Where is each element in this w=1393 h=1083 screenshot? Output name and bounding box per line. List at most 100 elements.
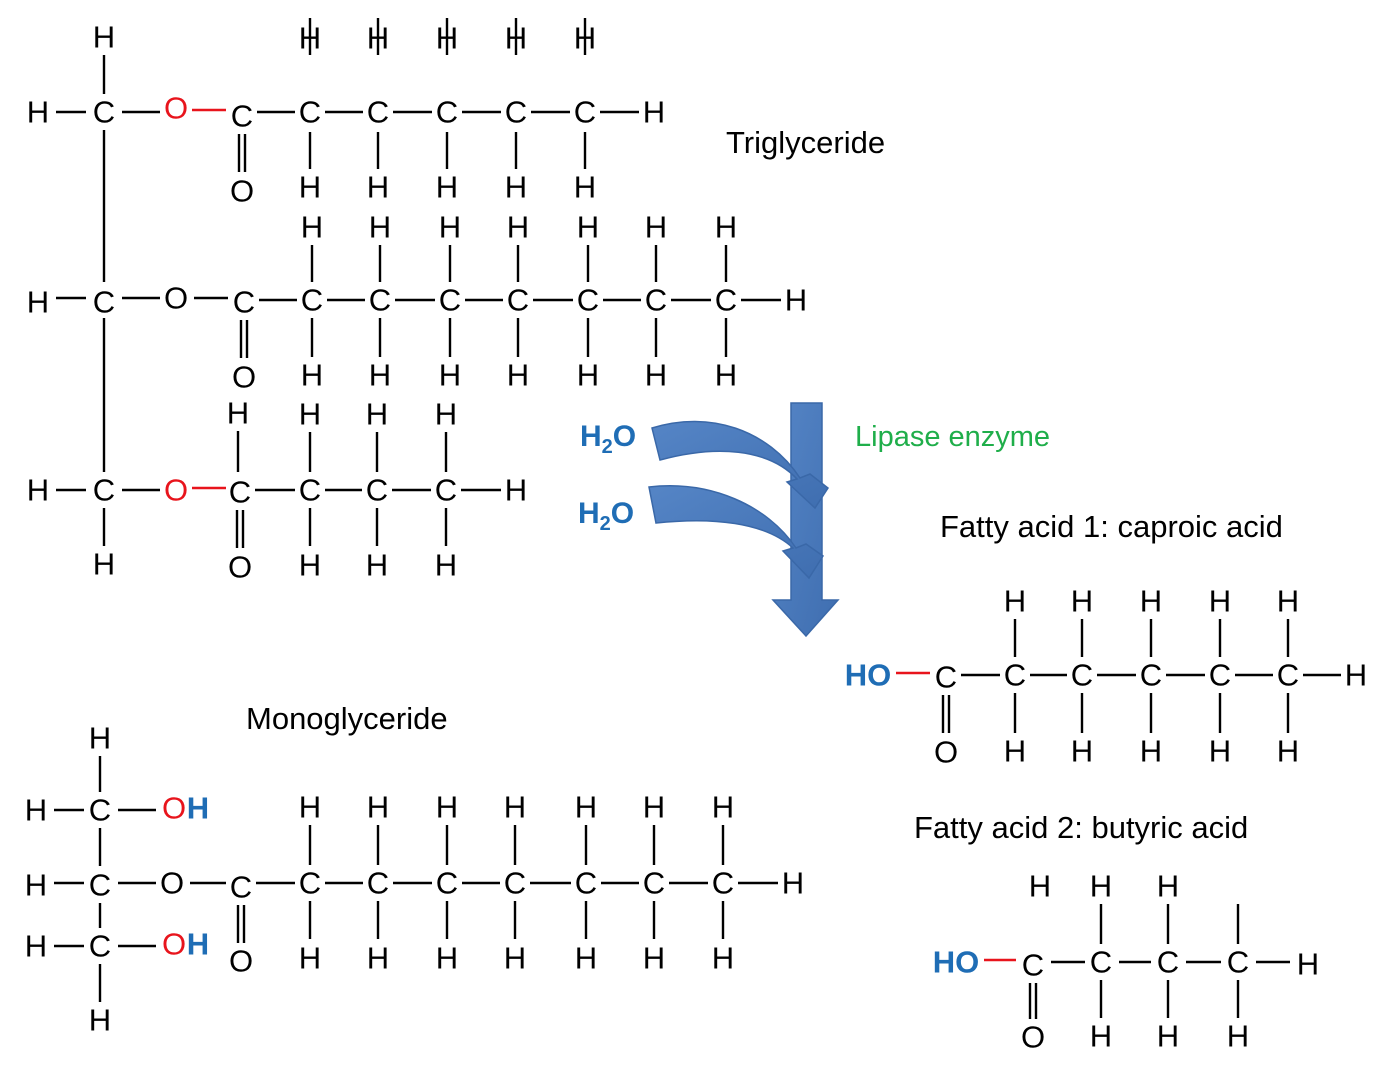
hydrogen-atom: H xyxy=(1209,734,1231,769)
hydrogen-atom: H xyxy=(301,358,323,393)
carbonyl-carbon: C xyxy=(229,475,251,510)
carbon-atom: C xyxy=(1209,658,1231,693)
carbon-atom: C xyxy=(1277,658,1299,693)
hydrogen-atom: H xyxy=(93,20,115,55)
hydrogen-atom: H xyxy=(299,941,321,976)
hydrogen-atom: H xyxy=(366,548,388,583)
hydrogen-atom: H xyxy=(1090,1019,1112,1054)
carbonyl-oxygen: O xyxy=(232,360,256,395)
hydrogen-atom: H xyxy=(505,473,527,508)
monoglyceride-label: Monoglyceride xyxy=(246,701,448,736)
ester-oxygen: O xyxy=(160,866,184,901)
hydrogen-atom: H xyxy=(367,21,389,56)
added-hydrogen: H xyxy=(187,791,209,826)
hydrogen-atom: H xyxy=(785,283,807,318)
carbon-atom: C xyxy=(299,95,321,130)
hydrogen-atom: H xyxy=(27,285,49,320)
carbon-atom: C xyxy=(439,283,461,318)
hydrogen-atom: H xyxy=(436,790,458,825)
carbon-atom: C xyxy=(1004,658,1026,693)
hydrogen-atom: H xyxy=(1277,584,1299,619)
hydrogen-atom: H xyxy=(1227,1019,1249,1054)
water-subscript: 2 xyxy=(599,513,611,535)
water-oxygen: O xyxy=(612,420,637,453)
carbon-atom: C xyxy=(301,283,323,318)
hydrogen-atom: H xyxy=(439,358,461,393)
hydrogen-atom: H xyxy=(575,790,597,825)
carbon-atom: C xyxy=(1071,658,1093,693)
lipase-enzyme-label: Lipase enzyme xyxy=(855,421,1051,453)
carbonyl-oxygen: O xyxy=(229,944,253,979)
carbonyl-carbon: C xyxy=(233,285,255,320)
carbon-atom: C xyxy=(436,866,458,901)
carbon-atom: C xyxy=(574,95,596,130)
carbonyl-carbon: C xyxy=(231,99,253,134)
hydrogen-atom: H xyxy=(1140,734,1162,769)
hydrogen-atom: H xyxy=(1157,869,1179,904)
carbon-atom: C xyxy=(89,793,111,828)
water-oxygen: O xyxy=(610,497,635,530)
hydrogen-atom: H xyxy=(436,21,458,56)
hydrogen-atom: H xyxy=(1157,1019,1179,1054)
carbon-atom: C xyxy=(645,283,667,318)
carbonyl-oxygen: O xyxy=(230,174,254,209)
hydrogen-atom: H xyxy=(1090,869,1112,904)
hydrogen-atom: H xyxy=(25,793,47,828)
carbonyl-carbon: C xyxy=(1022,948,1044,983)
hydrogen-atom: H xyxy=(507,358,529,393)
water-subscript: 2 xyxy=(601,436,613,458)
hydrogen-atom: H xyxy=(1345,658,1367,693)
hydrogen-atom: H xyxy=(27,95,49,130)
hydrogen-atom: H xyxy=(1071,734,1093,769)
carbon-atom: C xyxy=(643,866,665,901)
water-hydrogen: H xyxy=(578,497,600,530)
hydrogen-atom: H xyxy=(1004,734,1026,769)
carbon-atom: C xyxy=(1140,658,1162,693)
hydrogen-atom: H xyxy=(93,547,115,582)
hydrogen-atom: H xyxy=(1297,947,1319,982)
hydrogen-atom: H xyxy=(577,358,599,393)
hydrogen-atom: H xyxy=(1277,734,1299,769)
hydrogen-atom: H xyxy=(504,941,526,976)
hydrogen-atom: H xyxy=(643,790,665,825)
hydrogen-atom: H xyxy=(1140,584,1162,619)
hydrogen-atom: H xyxy=(299,397,321,432)
carbon-atom: C xyxy=(1090,945,1112,980)
added-hydrogen: H xyxy=(187,927,209,962)
hydrogen-atom: H xyxy=(645,210,667,245)
hydrogen-atom: H xyxy=(577,210,599,245)
hydrogen-atom: H xyxy=(1071,584,1093,619)
carbon-atom: C xyxy=(575,866,597,901)
carbon-atom: C xyxy=(712,866,734,901)
carbonyl-oxygen: O xyxy=(934,735,958,770)
carbon-atom: C xyxy=(93,473,115,508)
hydrogen-atom: H xyxy=(782,866,804,901)
hydrogen-atom: H xyxy=(369,210,391,245)
hydrogen-atom: H xyxy=(301,210,323,245)
hydroxyl-oxygen: O xyxy=(162,927,186,962)
hydrogen-atom: H xyxy=(299,548,321,583)
hydrogen-atom: H xyxy=(574,170,596,205)
hydrogen-atom: H xyxy=(645,358,667,393)
hydrogen-atom: H xyxy=(715,210,737,245)
hydrogen-atom: H xyxy=(436,170,458,205)
hydrogen-atom: H xyxy=(367,790,389,825)
hydrogen-atom: H xyxy=(505,21,527,56)
carbon-atom: C xyxy=(299,473,321,508)
carbon-atom: C xyxy=(507,283,529,318)
carbon-atom: C xyxy=(93,285,115,320)
down-arrow xyxy=(771,402,840,638)
hydrogen-atom: H xyxy=(366,397,388,432)
water-molecule-1: H2O xyxy=(580,420,636,459)
carbon-atom: C xyxy=(435,473,457,508)
carbon-atom: C xyxy=(367,866,389,901)
hydrogen-atom: H xyxy=(299,170,321,205)
hydrogen-atom: H xyxy=(299,790,321,825)
fatty-acid-2-label: Fatty acid 2: butyric acid xyxy=(914,810,1249,845)
hydrogen-atom: H xyxy=(712,941,734,976)
curved-arrow-water-1 xyxy=(651,420,830,510)
